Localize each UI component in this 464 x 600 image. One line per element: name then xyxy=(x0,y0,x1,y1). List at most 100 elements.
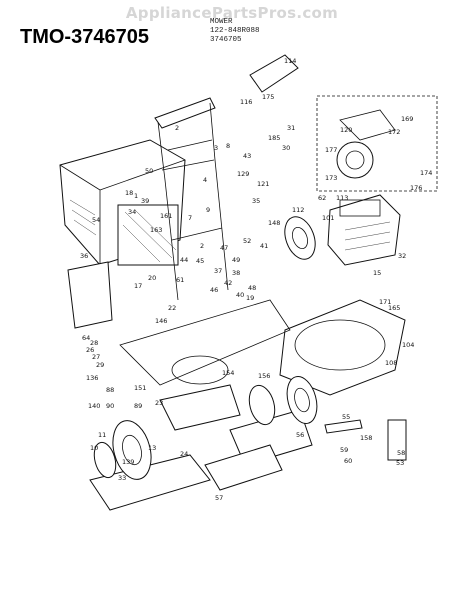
callout: 151 xyxy=(134,384,146,392)
bracket-left xyxy=(67,261,113,329)
callout: 156 xyxy=(258,372,270,380)
callout: 64 xyxy=(82,334,90,342)
callout: 101 xyxy=(322,214,334,222)
callout: 59 xyxy=(340,446,348,454)
callout: 113 xyxy=(336,194,348,202)
callout: 7 xyxy=(188,214,192,222)
callout: 38 xyxy=(232,269,240,277)
callout: 4 xyxy=(203,176,207,184)
callout: 58 xyxy=(397,449,405,457)
callout: 2 xyxy=(200,242,204,250)
callout: 57 xyxy=(215,494,223,502)
front-baffle xyxy=(89,454,211,511)
callout: 161 xyxy=(160,212,172,220)
callout: 47 xyxy=(220,244,228,252)
model-number: TMO-3746705 xyxy=(20,26,149,48)
callout: 11 xyxy=(98,431,106,439)
callout: 88 xyxy=(106,386,114,394)
callout: 172 xyxy=(388,128,400,136)
callout: 36 xyxy=(80,252,88,260)
callout: 13 xyxy=(148,444,156,452)
callout: 140 xyxy=(88,402,100,410)
callout: 175 xyxy=(262,93,274,101)
callout: 163 xyxy=(150,226,162,234)
callout: 121 xyxy=(257,180,269,188)
watermark-text: AppliancePartsPros.com xyxy=(125,4,339,22)
adapter-part xyxy=(387,419,407,461)
blade xyxy=(324,419,363,434)
callout: 17 xyxy=(134,282,142,290)
callout: 55 xyxy=(342,413,350,421)
callout: 54 xyxy=(92,216,100,224)
callout: 32 xyxy=(398,252,406,260)
callout: 48 xyxy=(248,284,256,292)
callout: 33 xyxy=(118,474,126,482)
callout: 56 xyxy=(296,431,304,439)
callout: 89 xyxy=(134,402,142,410)
callout: 53 xyxy=(396,459,404,467)
callout: 10 xyxy=(90,444,98,452)
rear-skirt xyxy=(204,444,283,491)
callout: 114 xyxy=(284,57,296,65)
callout: 15 xyxy=(373,269,381,277)
callout: 34 xyxy=(128,208,136,216)
callout: 40 xyxy=(236,291,244,299)
wheel-rear-right xyxy=(286,376,318,424)
callout: 158 xyxy=(360,434,372,442)
wheel-top xyxy=(284,216,316,260)
callout: 173 xyxy=(325,174,337,182)
callout: 9 xyxy=(206,206,210,214)
callout: 18 xyxy=(125,189,133,197)
callout: 148 xyxy=(268,219,280,227)
caption-line-1: MOWER xyxy=(210,18,233,26)
callout: 41 xyxy=(260,242,268,250)
wheel-front-left xyxy=(112,420,152,480)
diagram-caption: MOWER 122-848R088 3746705 xyxy=(210,18,260,45)
handle-assembly xyxy=(154,97,229,301)
deflector-cover xyxy=(249,54,299,93)
callout: 116 xyxy=(240,98,252,106)
callout: 26 xyxy=(86,346,94,354)
callout: 28 xyxy=(90,339,98,347)
callout: 3 xyxy=(214,144,218,152)
callout: 37 xyxy=(214,267,222,275)
callout: 2 xyxy=(175,124,179,132)
callout: 43 xyxy=(243,152,251,160)
caption-line-3: 3746705 xyxy=(210,36,242,44)
grass-bag xyxy=(59,139,186,266)
mower-deck xyxy=(119,299,406,396)
callout: 177 xyxy=(325,146,337,154)
callout: 174 xyxy=(420,169,432,177)
callout: 1 xyxy=(134,192,138,200)
callout: 29 xyxy=(96,361,104,369)
callout: 44 xyxy=(180,256,188,264)
callout: 169 xyxy=(401,115,413,123)
callout: 31 xyxy=(287,124,295,132)
engine-inset xyxy=(316,95,438,192)
callout: 45 xyxy=(196,257,204,265)
callout: 8 xyxy=(226,142,230,150)
callout: 165 xyxy=(388,304,400,312)
callout-labels: 114 2 116 175 185 31 30 3 43 129 121 35 … xyxy=(80,57,432,502)
callout: 61 xyxy=(176,276,184,284)
callout: 52 xyxy=(243,237,251,245)
hubcap-front-left xyxy=(93,441,117,479)
callout: 27 xyxy=(92,353,100,361)
callout: 60 xyxy=(344,457,352,465)
callout: 154 xyxy=(222,369,234,377)
callout: 42 xyxy=(224,279,232,287)
callout: 171 xyxy=(379,298,391,306)
callout: 30 xyxy=(282,144,290,152)
callout: 136 xyxy=(86,374,98,382)
callout: 139 xyxy=(122,458,134,466)
callout: 20 xyxy=(148,274,156,282)
skirt-plate xyxy=(159,384,241,431)
callout: 185 xyxy=(268,134,280,142)
callout: 112 xyxy=(292,206,304,214)
callout: 129 xyxy=(237,170,249,178)
callout: 176 xyxy=(410,184,422,192)
callout: 62 xyxy=(318,194,326,202)
callout: 108 xyxy=(385,359,397,367)
callout: 50 xyxy=(145,167,153,175)
